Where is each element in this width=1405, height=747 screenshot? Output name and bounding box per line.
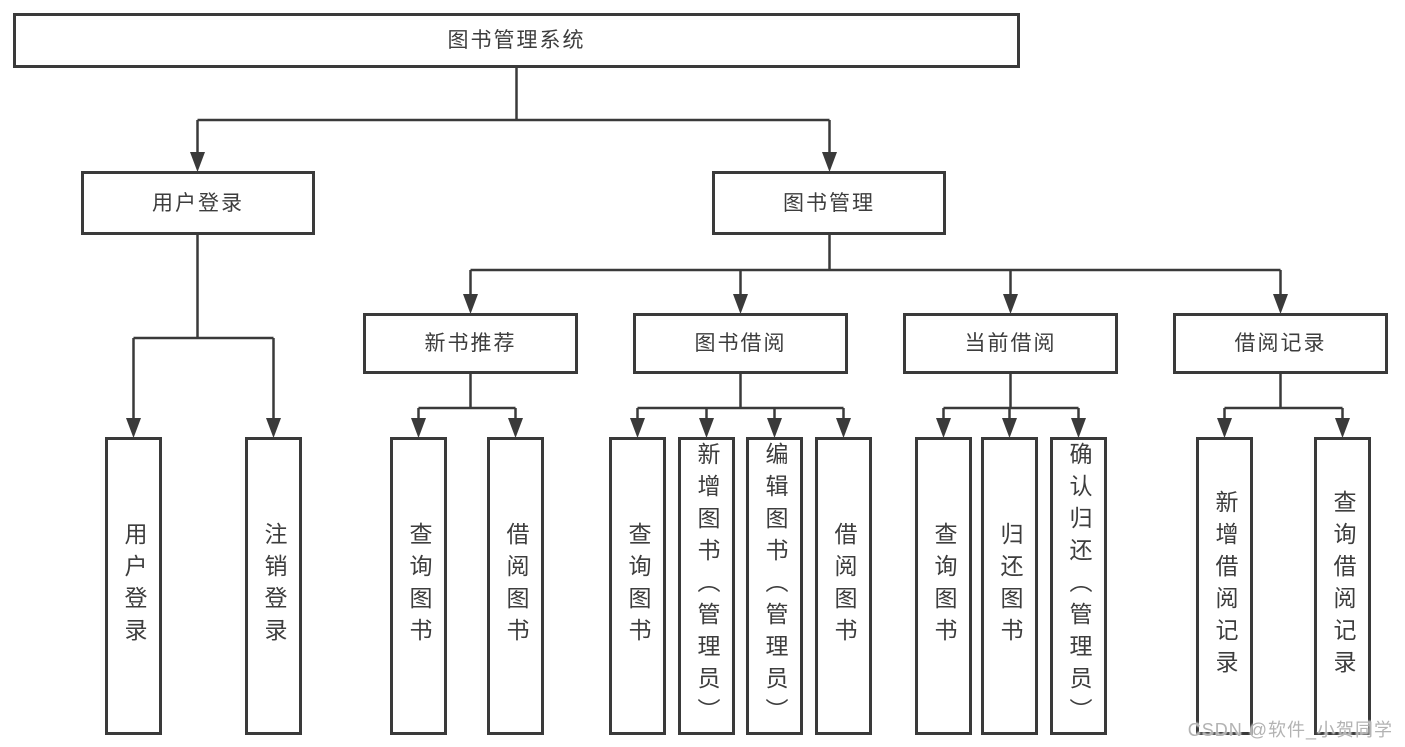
arrow-nbr-c2 <box>508 418 523 438</box>
leaf-bb-add-book-admin-label: 新增图书（管理员） <box>694 442 720 730</box>
node-current-borrowing-label: 当前借阅 <box>964 332 1057 355</box>
leaf-nbr-query-books: 查询图书 <box>390 437 447 735</box>
node-book-borrowing-label: 图书借阅 <box>694 332 787 355</box>
arrow-leaf-login <box>126 418 141 438</box>
arrow-l3-bb <box>733 294 748 314</box>
leaf-bb-borrow-books-label: 借阅图书 <box>831 522 857 650</box>
node-current-borrowing: 当前借阅 <box>903 313 1118 374</box>
arrow-leaf-logout <box>266 418 281 438</box>
leaf-nbr-borrow-books-label: 借阅图书 <box>503 522 529 650</box>
leaf-logout: 注销登录 <box>245 437 302 735</box>
leaf-bb-query-books: 查询图书 <box>609 437 666 735</box>
node-book-management: 图书管理 <box>712 171 946 235</box>
leaf-nbr-borrow-books: 借阅图书 <box>487 437 544 735</box>
node-borrowing-records: 借阅记录 <box>1173 313 1388 374</box>
node-borrowing-records-label: 借阅记录 <box>1234 332 1327 355</box>
arrow-cb-c2 <box>1002 418 1017 438</box>
leaf-br-query-record-label: 查询借阅记录 <box>1330 490 1356 682</box>
leaf-cb-query-books: 查询图书 <box>915 437 972 735</box>
leaf-br-add-record-label: 新增借阅记录 <box>1212 490 1238 682</box>
node-user-login-label: 用户登录 <box>152 191 244 215</box>
node-new-book-recommend: 新书推荐 <box>363 313 578 374</box>
leaf-bb-add-book-admin: 新增图书（管理员） <box>678 437 735 735</box>
node-root-label: 图书管理系统 <box>447 29 586 52</box>
leaf-user-login: 用户登录 <box>105 437 162 735</box>
arrow-bb-c4 <box>836 418 851 438</box>
leaf-nbr-query-books-label: 查询图书 <box>406 522 432 650</box>
leaf-bb-borrow-books: 借阅图书 <box>815 437 872 735</box>
arrow-user-login <box>190 152 205 172</box>
leaf-user-login-label: 用户登录 <box>121 522 147 650</box>
arrow-cb-c1 <box>936 418 951 438</box>
leaf-br-query-record: 查询借阅记录 <box>1314 437 1371 735</box>
node-user-login: 用户登录 <box>81 171 315 235</box>
arrow-book-mgmt <box>822 152 837 172</box>
node-new-book-recommend-label: 新书推荐 <box>424 332 517 355</box>
node-book-management-label: 图书管理 <box>783 191 875 215</box>
arrow-l3-cb <box>1003 294 1018 314</box>
leaf-logout-label: 注销登录 <box>261 522 287 650</box>
csdn-watermark: CSDN @软件_小贺同学 <box>1187 720 1393 740</box>
node-book-borrowing: 图书借阅 <box>633 313 848 374</box>
arrow-l3-br <box>1273 294 1288 314</box>
arrow-l3-nbr <box>463 294 478 314</box>
leaf-bb-edit-book-admin: 编辑图书（管理员） <box>746 437 803 735</box>
arrow-bb-c1 <box>630 418 645 438</box>
arrow-bb-c3 <box>767 418 782 438</box>
leaf-cb-return-books: 归还图书 <box>981 437 1038 735</box>
leaf-cb-confirm-return-admin: 确认归还（管理员） <box>1050 437 1107 735</box>
arrow-nbr-c1 <box>411 418 426 438</box>
arrow-br-c2 <box>1335 418 1350 438</box>
leaf-bb-query-books-label: 查询图书 <box>625 522 651 650</box>
arrow-br-c1 <box>1217 418 1232 438</box>
node-root-system: 图书管理系统 <box>13 13 1020 68</box>
leaf-cb-return-books-label: 归还图书 <box>997 522 1023 650</box>
leaf-br-add-record: 新增借阅记录 <box>1196 437 1253 735</box>
arrow-cb-c3 <box>1071 418 1086 438</box>
arrow-bb-c2 <box>699 418 714 438</box>
leaf-cb-confirm-return-admin-label: 确认归还（管理员） <box>1066 442 1092 730</box>
leaf-cb-query-books-label: 查询图书 <box>931 522 957 650</box>
leaf-bb-edit-book-admin-label: 编辑图书（管理员） <box>762 442 788 730</box>
